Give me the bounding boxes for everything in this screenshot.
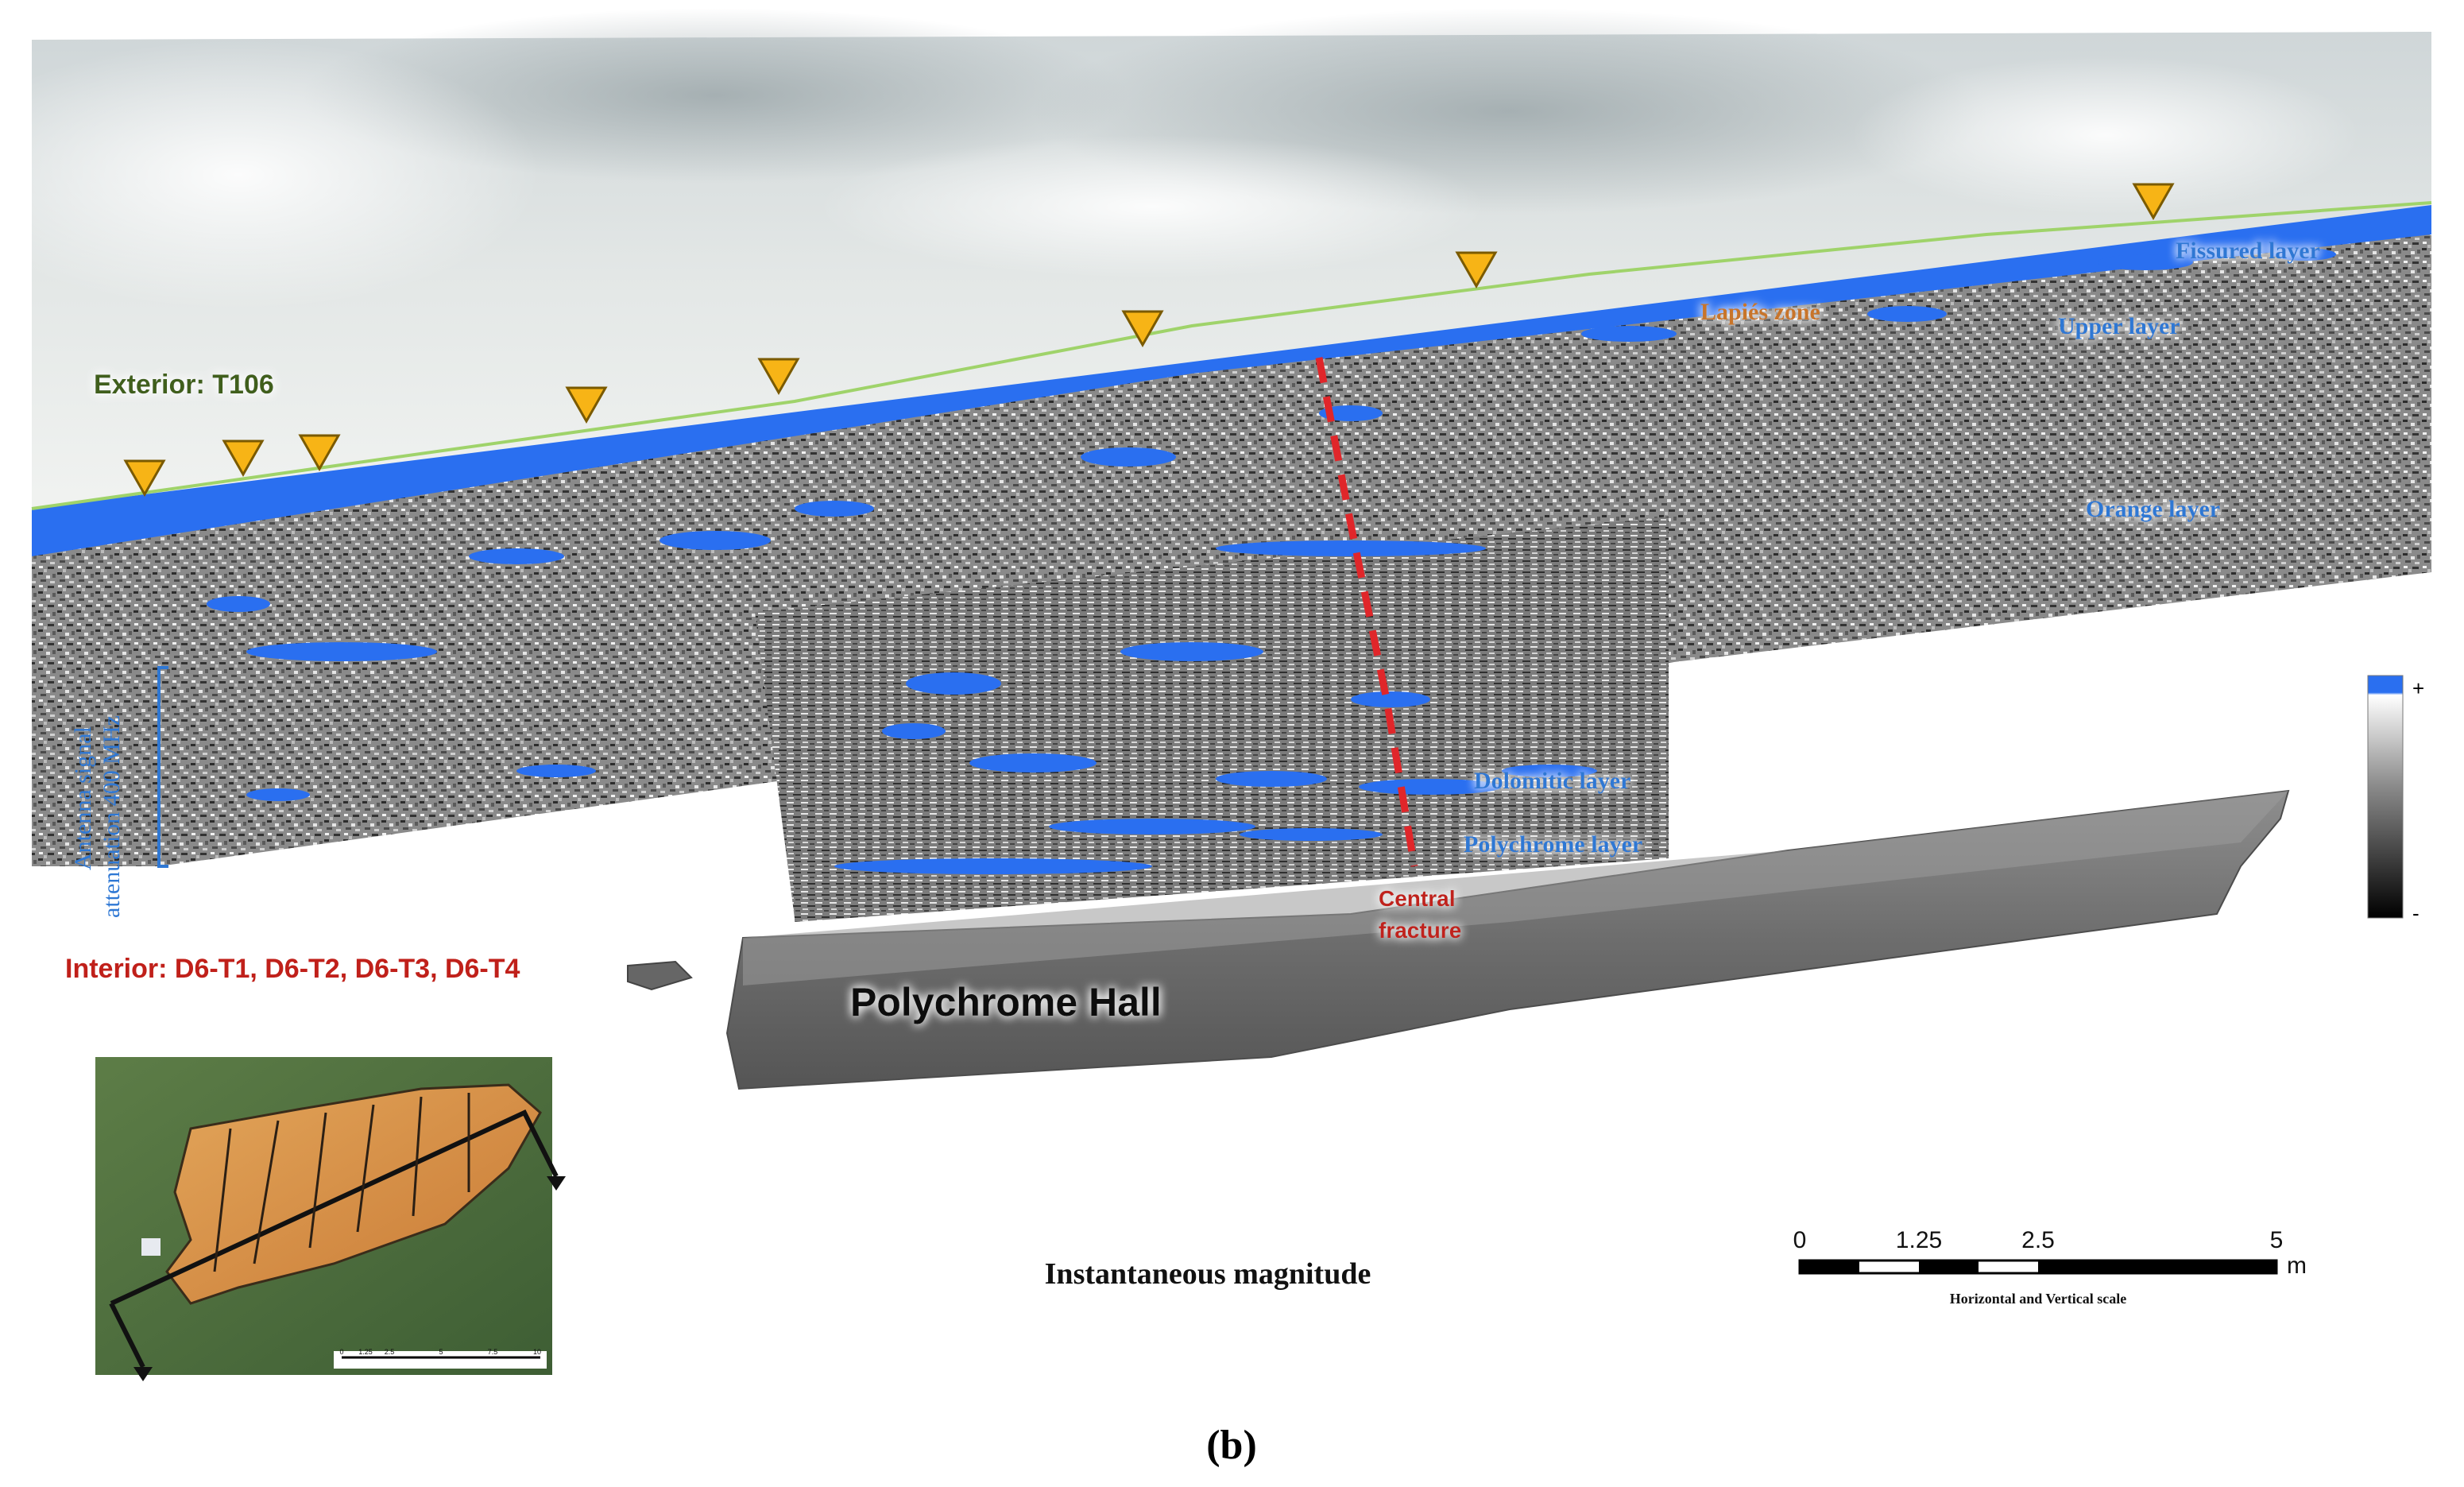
sky-photo: [0, 8, 2431, 517]
dolomitic-layer-label: Dolomitic layer: [1474, 768, 1630, 794]
polychrome-hall-model: [627, 789, 2290, 1090]
survey-marker: [565, 386, 608, 424]
scale-tick-0: 0: [1793, 1227, 1807, 1253]
antenna-label-line2: attenuation 400 MHz: [99, 715, 125, 918]
polychrome-layer-label: Polychrome layer: [1464, 831, 1642, 858]
central-fracture-label-line1: Central: [1379, 886, 1455, 911]
colorbar-minus: -: [2412, 901, 2420, 925]
scale-tick-3: 5: [2270, 1227, 2284, 1253]
survey-marker: [298, 434, 341, 472]
survey-marker: [1121, 310, 1164, 348]
scale-unit: m: [2287, 1253, 2307, 1279]
colorbar: [2367, 675, 2404, 919]
inset-tick-2: 2.5: [385, 1348, 395, 1356]
scale-tick-2: 2.5: [2021, 1227, 2055, 1253]
marker-group: [123, 183, 2175, 498]
exterior-label: Exterior: T106: [94, 370, 274, 400]
interior-radargram: [755, 517, 1669, 922]
lapies-zone-label: Lapiés zone: [1700, 299, 1820, 325]
inset-tick-0: 0: [339, 1348, 343, 1356]
scale-bar: [1798, 1259, 2278, 1275]
inset-tick-1: 1.25: [358, 1348, 373, 1356]
antenna-label: Antenna signal attenuation 400 MHz: [70, 715, 125, 918]
survey-marker: [1455, 251, 1498, 289]
inset-tick-5: 10: [533, 1348, 541, 1356]
survey-marker: [2132, 183, 2175, 221]
inset-tick-3: 5: [439, 1348, 443, 1356]
survey-marker: [757, 358, 800, 396]
antenna-label-line1: Antenna signal: [70, 726, 96, 870]
inset-map: [95, 1057, 566, 1381]
scale-tick-1: 1.25: [1896, 1227, 1942, 1253]
central-fracture-label-line2: fracture: [1379, 918, 1461, 943]
figure-caption: (b): [1206, 1423, 1257, 1468]
orange-layer-label: Orange layer: [2086, 496, 2220, 522]
hall-label: Polychrome Hall: [850, 980, 1162, 1024]
figure-subtitle: Instantaneous magnitude: [1045, 1257, 1371, 1291]
exterior-radargram: [31, 201, 2432, 866]
scale-caption: Horizontal and Vertical scale: [1950, 1291, 2126, 1307]
fissured-layer-label: Fissured layer: [2176, 238, 2320, 264]
colorbar-plus: +: [2412, 676, 2424, 700]
interior-label: Interior: D6-T1, D6-T2, D6-T3, D6-T4: [65, 954, 520, 984]
central-fracture-line: [1315, 357, 1418, 867]
inset-tick-4: 7.5: [488, 1348, 498, 1356]
inset-scale-ticks: 0 1.25 2.5 5 7.5 10: [339, 1348, 541, 1356]
survey-marker: [222, 440, 265, 478]
upper-layer-label: Upper layer: [2058, 313, 2180, 339]
antenna-bracket: [157, 666, 168, 868]
survey-marker: [123, 459, 166, 498]
